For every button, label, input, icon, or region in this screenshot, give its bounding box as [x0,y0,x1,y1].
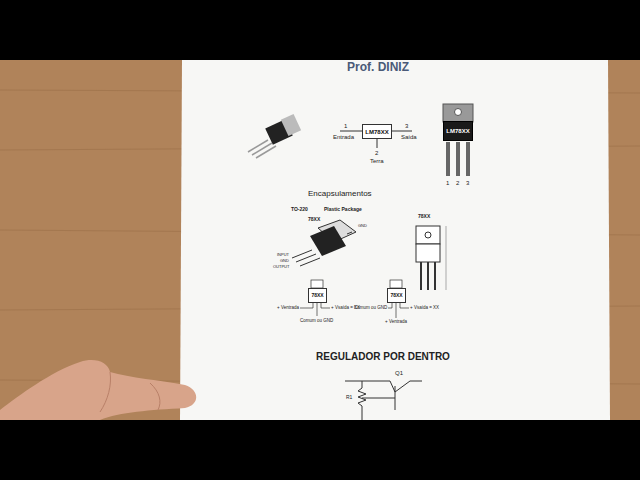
package-box: 78XX [387,288,406,303]
part-name: 78XX [308,217,320,222]
part-label: LM78XX [365,129,388,135]
pin-function: + Vsaída = XX [410,306,439,311]
pin-name: GND [280,259,289,263]
component-ref: Q1 [395,370,403,376]
pin-number: 1 [446,180,449,186]
pin-function: + Ventrada [277,306,299,311]
pin-name: Entrada [333,134,354,140]
pin-function: + Ventrada [385,320,407,325]
pin-number: 2 [456,180,459,186]
pin-name: Terra [370,158,384,164]
package-box: 78XX [308,288,327,303]
pin-name: INPUT [277,253,289,257]
component-ref: R1 [346,395,352,400]
pin-number: 3 [466,180,469,186]
part-name: 78XX [418,214,430,219]
pin-function: Comum ou GND [300,319,333,324]
pin-name: OUTPUT [273,265,289,269]
pin-number: 1 [344,123,347,129]
part-label: 78XX [390,293,402,298]
page-title: Prof. DINIZ [347,61,409,73]
pin-number: 2 [375,150,378,156]
package-body: LM78XX [443,121,473,141]
pin-function: Comum ou GND [354,306,387,311]
regulator-block: LM78XX [362,124,392,139]
section-heading: Encapsulamentos [308,190,372,198]
section-heading: REGULADOR POR DENTRO [316,352,450,362]
package-type: Plastic Package [324,207,362,212]
part-label: 78XX [311,293,323,298]
package-name: TO-220 [291,207,308,212]
part-label: LM78XX [446,128,469,134]
pin-name: Saída [401,134,417,140]
pin-name: GND [358,224,367,228]
pin-number: 3 [405,123,408,129]
